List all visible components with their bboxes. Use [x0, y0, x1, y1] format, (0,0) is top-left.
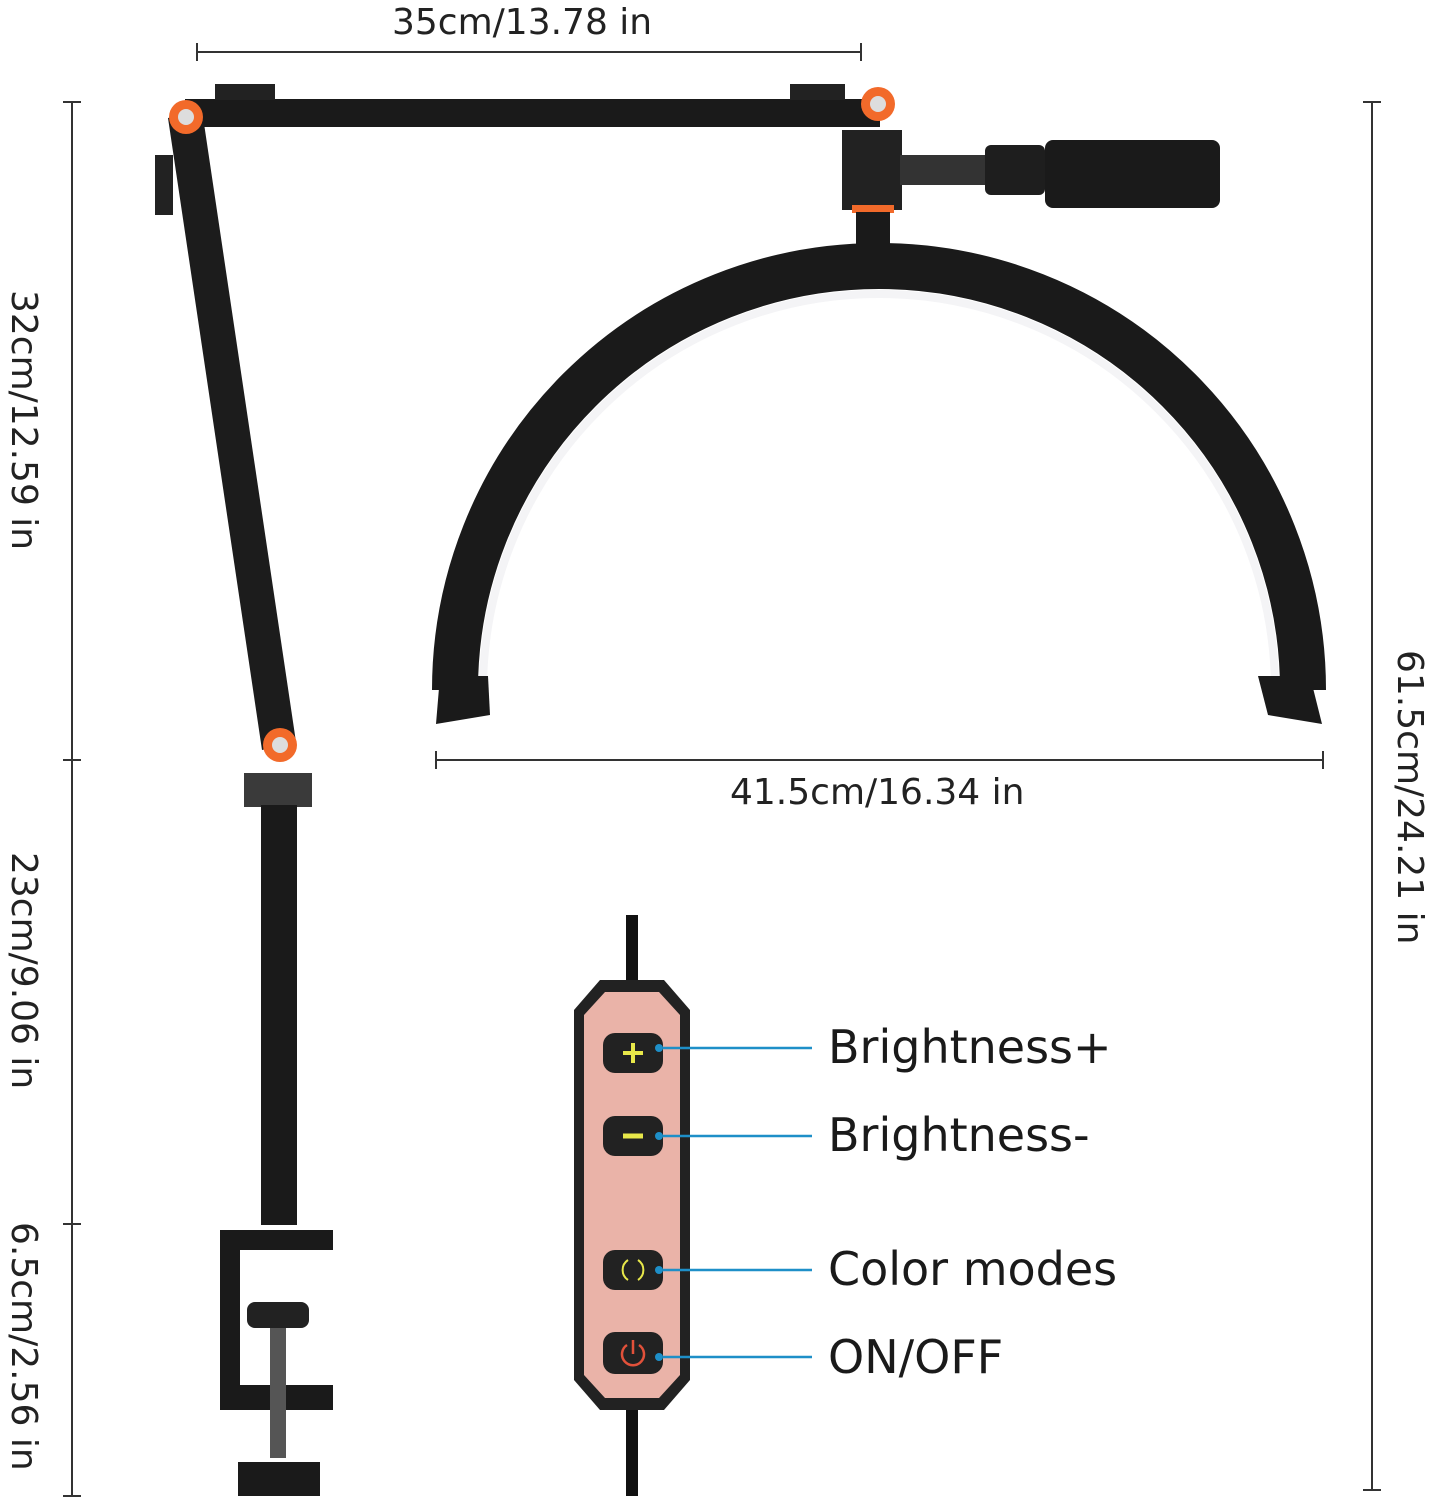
brightness-up-button[interactable]: [603, 1033, 663, 1073]
on-off-label: ON/OFF: [828, 1330, 1004, 1384]
minus-icon: [623, 1132, 663, 1140]
remote-controller: [574, 915, 812, 1496]
total-height-label: 61.5cm/24.21 in: [1389, 650, 1430, 945]
arm-height-label: 32cm/12.59 in: [3, 290, 44, 551]
color-mode-button[interactable]: [603, 1250, 663, 1290]
clamp-height-label: 6.5cm/2.56 in: [3, 1222, 44, 1471]
power-button[interactable]: [603, 1332, 663, 1374]
pole-height-label: 23cm/9.06 in: [3, 852, 44, 1090]
dimension-lines: [63, 43, 1381, 1497]
color-mode-icon: [621, 1259, 663, 1281]
brightness-down-label: Brightness-: [828, 1108, 1090, 1162]
brightness-down-button[interactable]: [603, 1116, 663, 1156]
half-moon-light: [432, 130, 1326, 724]
color-modes-label: Color modes: [828, 1242, 1118, 1296]
plus-icon: [623, 1043, 663, 1063]
power-icon: [620, 1340, 663, 1367]
brightness-up-label: Brightness+: [828, 1020, 1112, 1074]
leader-lines: [659, 1046, 812, 1359]
lamp-arm: [155, 84, 895, 1496]
top-width-label: 35cm/13.78 in: [392, 2, 653, 43]
ring-width-label: 41.5cm/16.34 in: [730, 772, 1025, 813]
